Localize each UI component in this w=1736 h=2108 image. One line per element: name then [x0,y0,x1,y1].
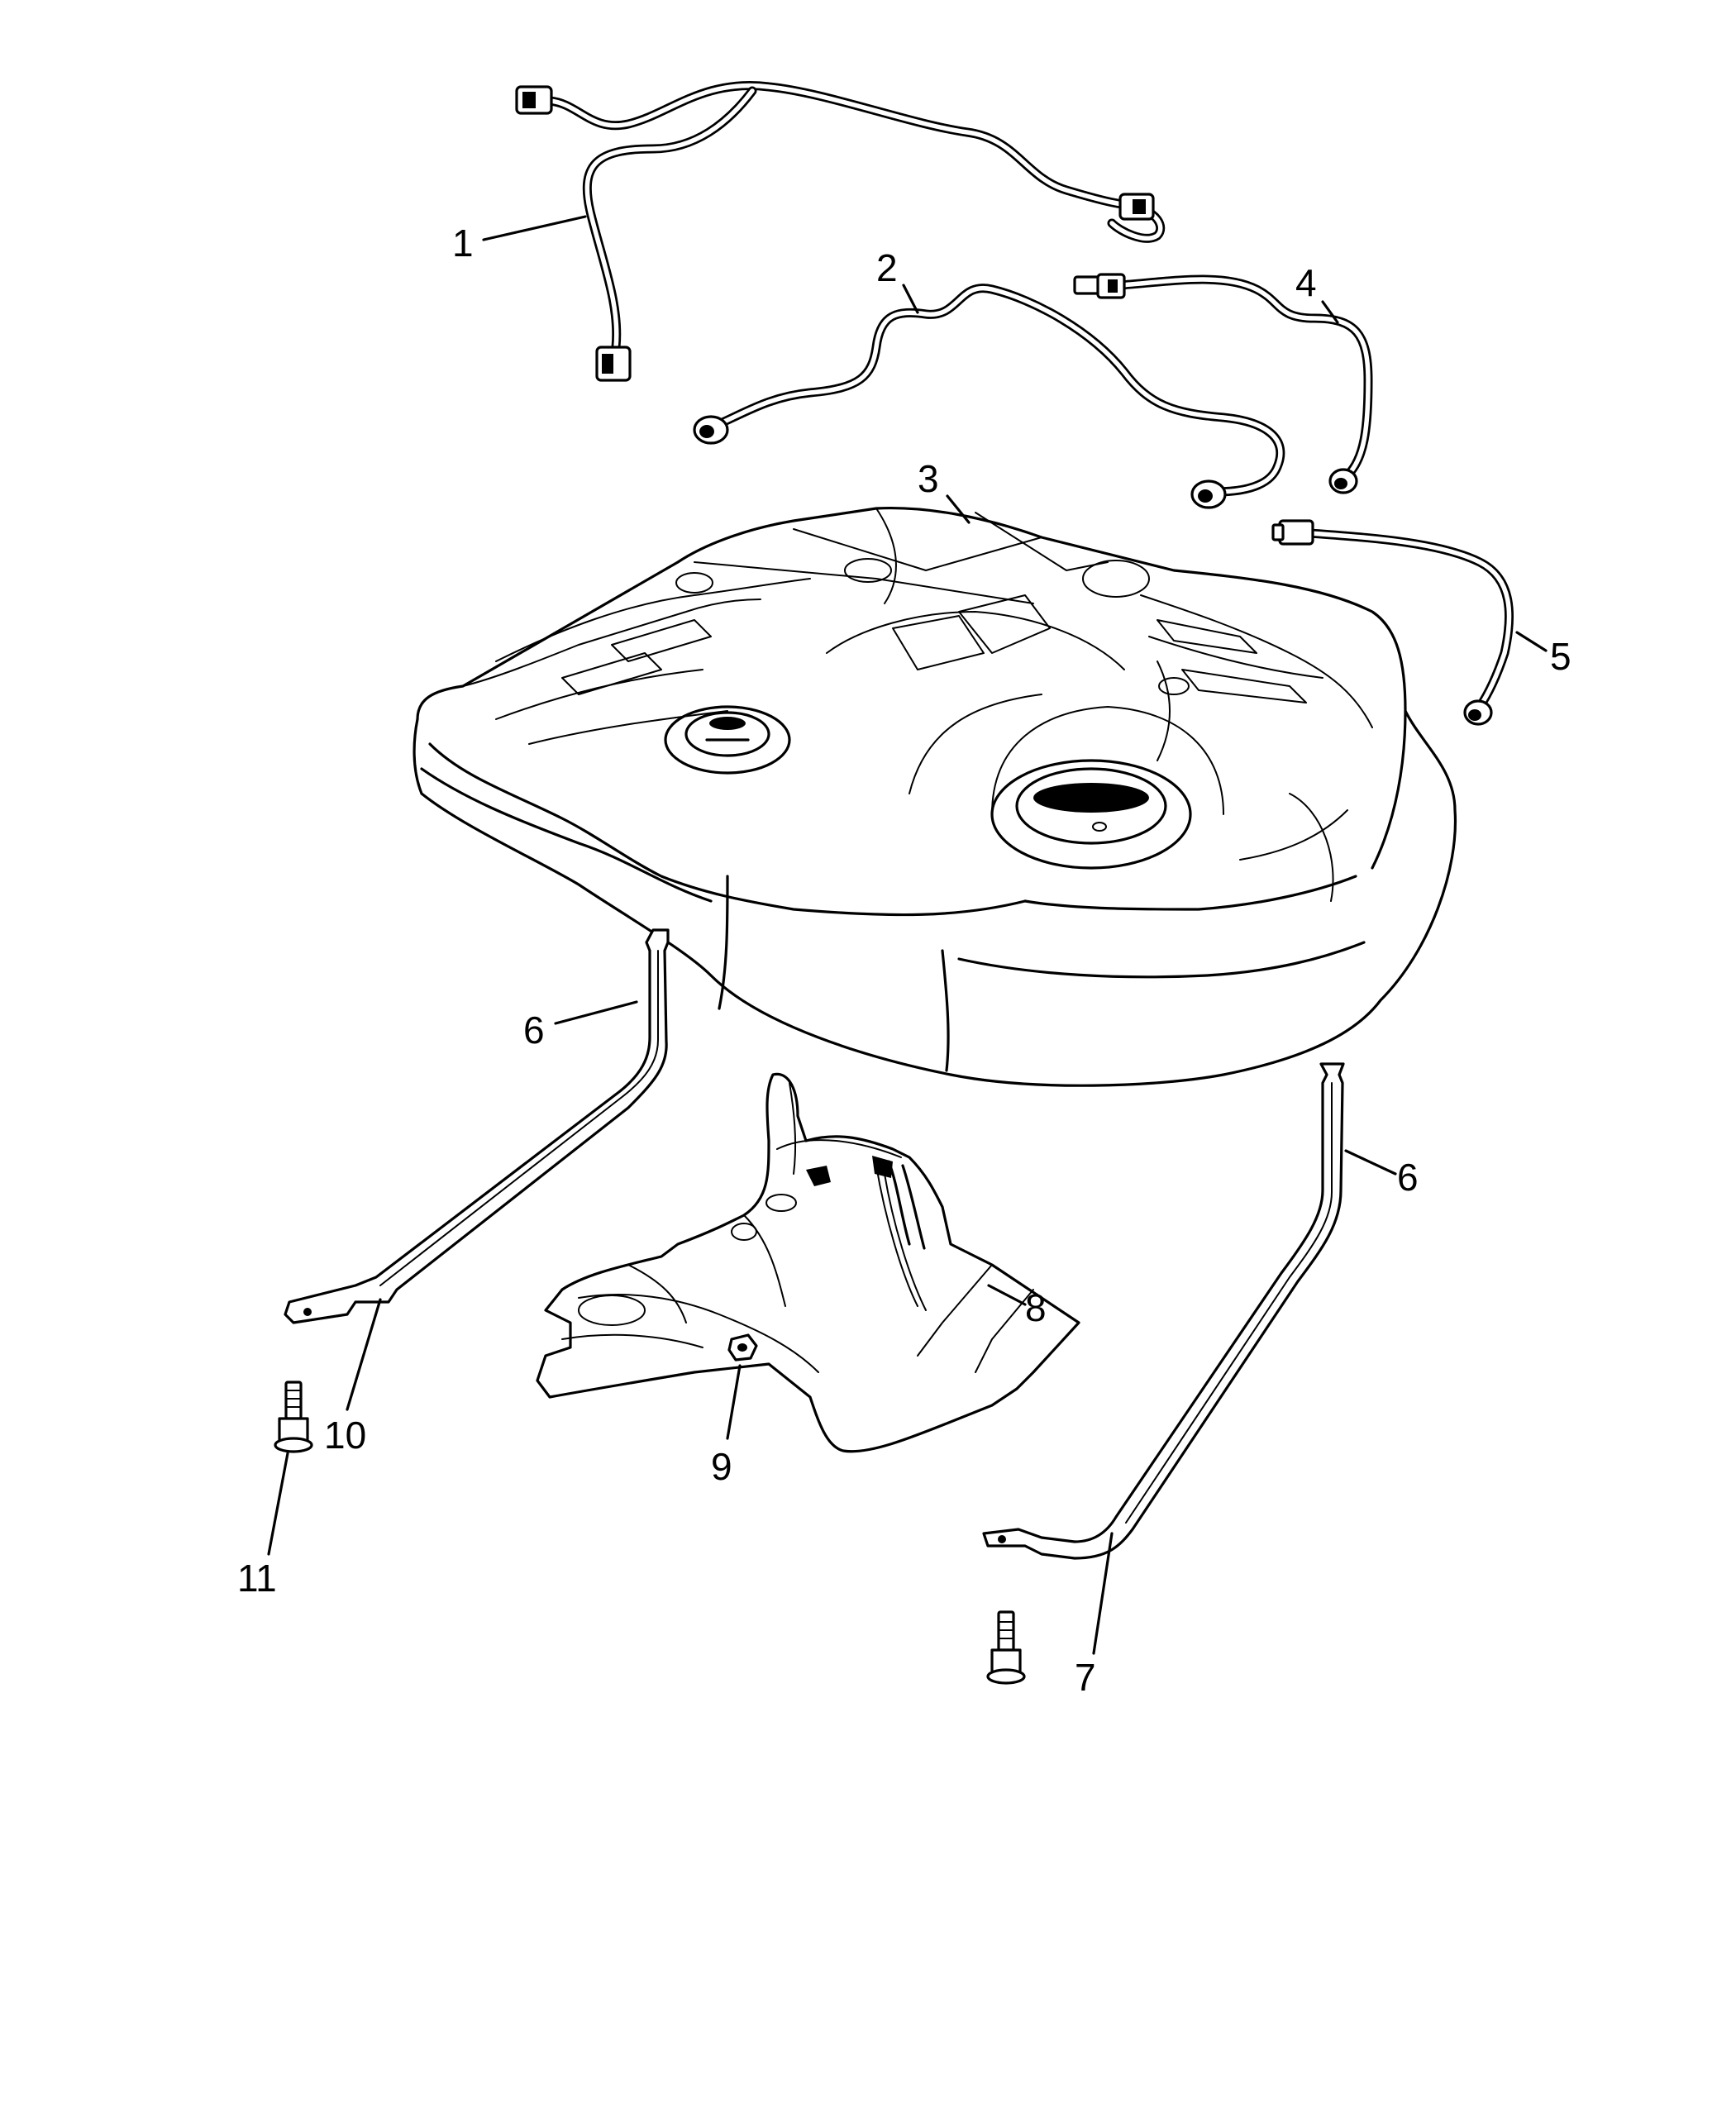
callout-3: 3 [918,457,939,500]
bolt-right [986,1610,1026,1685]
part-3-fuel-tank [413,507,1457,1087]
callout-4: 4 [1295,261,1317,304]
part-11-bolt-left [274,1381,313,1453]
callout-7: 7 [1075,1656,1096,1699]
callout-8: 8 [1025,1286,1047,1329]
callout-1: 1 [452,222,474,265]
callout-6-left: 6 [523,1009,545,1052]
callout-10: 10 [324,1414,366,1457]
callout-9: 9 [711,1445,732,1488]
part-6-strap-right [982,1062,1345,1560]
callout-6-right: 6 [1397,1156,1419,1199]
part-8-heat-shield [536,1072,1080,1453]
part-4-harness [1073,273,1373,494]
callout-5: 5 [1550,635,1571,678]
callout-2: 2 [876,246,898,289]
part-5-sensor-lead [1271,519,1514,726]
part-6-strap-left [284,928,670,1324]
leader-lines [267,215,1548,1655]
callout-11: 11 [237,1557,277,1600]
part-2-harness [693,284,1285,509]
part-9-nut [727,1333,758,1362]
part-1-wiring-harness [515,81,1166,382]
callout-labels: 1 2 3 4 5 6 6 7 8 9 10 11 [237,222,1571,1699]
